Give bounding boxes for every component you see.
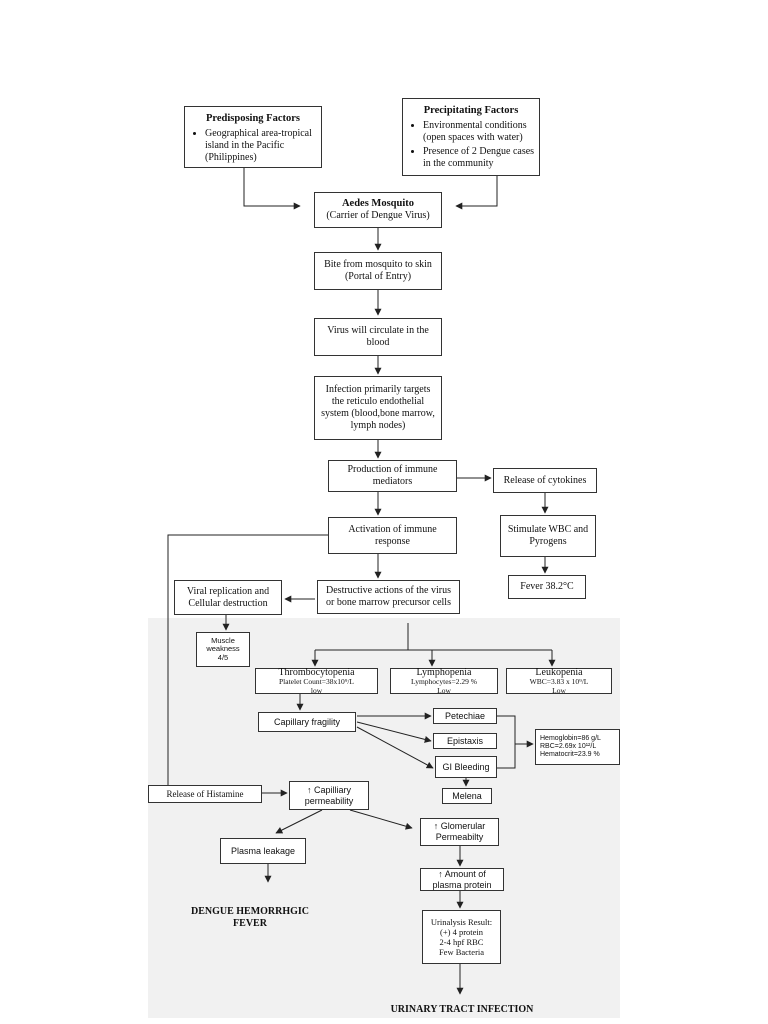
plasma-protein-box: ↑ Amount of plasma protein [420, 868, 504, 891]
arrow-fragility-gi [356, 726, 434, 769]
leukopenia-box: Leukopenia WBC=3.83 x 10⁹/L Low [506, 666, 612, 695]
thrombo-title: Thrombocytopenia [278, 666, 355, 678]
production-box: Production of immune mediators [328, 460, 457, 492]
precipitating-list: Environmental conditions (open spaces wi… [407, 120, 535, 172]
predisposing-list: Geographical area-tropical island in the… [189, 128, 317, 166]
arrow-precipitating-aedes [455, 176, 498, 210]
cytokines-box: Release of cytokines [493, 468, 597, 493]
predisposing-item: Geographical area-tropical island in the… [205, 128, 317, 164]
glomerular-permeability-box: ↑ Glomerular Permeabilty [420, 818, 499, 846]
dhf-outcome-label: DENGUE HEMORRHGIC FEVER [190, 906, 310, 929]
capillary-permeability-box: ↑ Capilliary permeability [289, 781, 369, 810]
urinalysis-protein: (+) 4 protein [439, 926, 484, 937]
thrombocytopenia-box: Thrombocytopenia Platelet Count=38x10⁹/L… [255, 666, 378, 695]
plasma-leakage-box: Plasma leakage [220, 838, 306, 864]
gi-bleeding-box: GI Bleeding [435, 756, 497, 778]
arrow-fragility-epistaxis [356, 721, 432, 743]
aedes-title: Aedes Mosquito [341, 197, 415, 209]
lympho-title: Lymphopenia [416, 666, 472, 678]
lab-rbc: RBC=2.69x 10¹²/L [540, 742, 597, 750]
epistaxis-box: Epistaxis [433, 733, 497, 749]
predisposing-title: Predisposing Factors [205, 113, 300, 124]
leuko-detail: WBC=3.83 x 10⁹/L [529, 677, 589, 687]
precipitating-item: Environmental conditions (open spaces wi… [423, 120, 535, 144]
melena-box: Melena [442, 788, 492, 804]
activation-box: Activation of immune response [328, 517, 457, 554]
uti-outcome-label: URINARY TRACT INFECTION [390, 1004, 534, 1015]
urinalysis-box: Urinalysis Result: (+) 4 protein 2-4 hpf… [422, 910, 501, 964]
stimulate-box: Stimulate WBC and Pyrogens [500, 515, 596, 557]
urinalysis-title: Urinalysis Result: [430, 916, 493, 927]
aedes-subtitle: (Carrier of Dengue Virus) [326, 210, 430, 222]
viral-replication-box: Viral replication and Cellular destructi… [174, 580, 282, 615]
lympho-status: Low [437, 685, 451, 695]
thrombo-detail: Platelet Count=38x10⁹/L [279, 677, 354, 687]
precipitating-title: Precipitating Factors [423, 105, 519, 116]
targets-box: Infection primarily targets the reticulo… [314, 376, 442, 440]
lympho-detail: Lymphocytes=2.29 % [411, 677, 477, 687]
circulate-box: Virus will circulate in the blood [314, 318, 442, 356]
aedes-mosquito-box: Aedes Mosquito (Carrier of Dengue Virus) [314, 192, 442, 228]
lab-hemoglobin: Hemoglobin=86 g/L [540, 734, 601, 742]
fever-box: Fever 38.2°C [508, 575, 586, 599]
lab-hematocrit: Hematocrit=23.9 % [540, 751, 600, 759]
histamine-box: Release of Histamine [148, 785, 262, 803]
arrow-predisposing-aedes [243, 168, 301, 210]
destructive-actions-box: Destructive actions of the virus or bone… [317, 580, 460, 614]
predisposing-factors-box: Predisposing Factors Geographical area-t… [184, 106, 322, 168]
capillary-fragility-box: Capillary fragility [258, 712, 356, 732]
arrow-capperm-glomerular [349, 809, 413, 830]
lab-results-box: Hemoglobin=86 g/L RBC=2.69x 10¹²/L Hemat… [535, 729, 620, 765]
arrow-capperm-leakage [275, 809, 323, 834]
muscle-weakness-box: Muscle weakness 4/5 [196, 632, 250, 667]
leuko-status: Low [552, 685, 566, 695]
precipitating-factors-box: Precipitating Factors Environmental cond… [402, 98, 540, 176]
leuko-title: Leukopenia [535, 666, 583, 678]
precipitating-item: Presence of 2 Dengue cases in the commun… [423, 146, 535, 170]
bite-box: Bite from mosquito to skin (Portal of En… [314, 252, 442, 290]
thrombo-status: low [310, 685, 323, 695]
urinalysis-rbc: 2-4 hpf RBC [439, 937, 484, 947]
lymphopenia-box: Lymphopenia Lymphocytes=2.29 % Low [390, 666, 498, 695]
petechiae-box: Petechiae [433, 708, 497, 724]
urinalysis-bacteria: Few Bacteria [438, 947, 485, 958]
